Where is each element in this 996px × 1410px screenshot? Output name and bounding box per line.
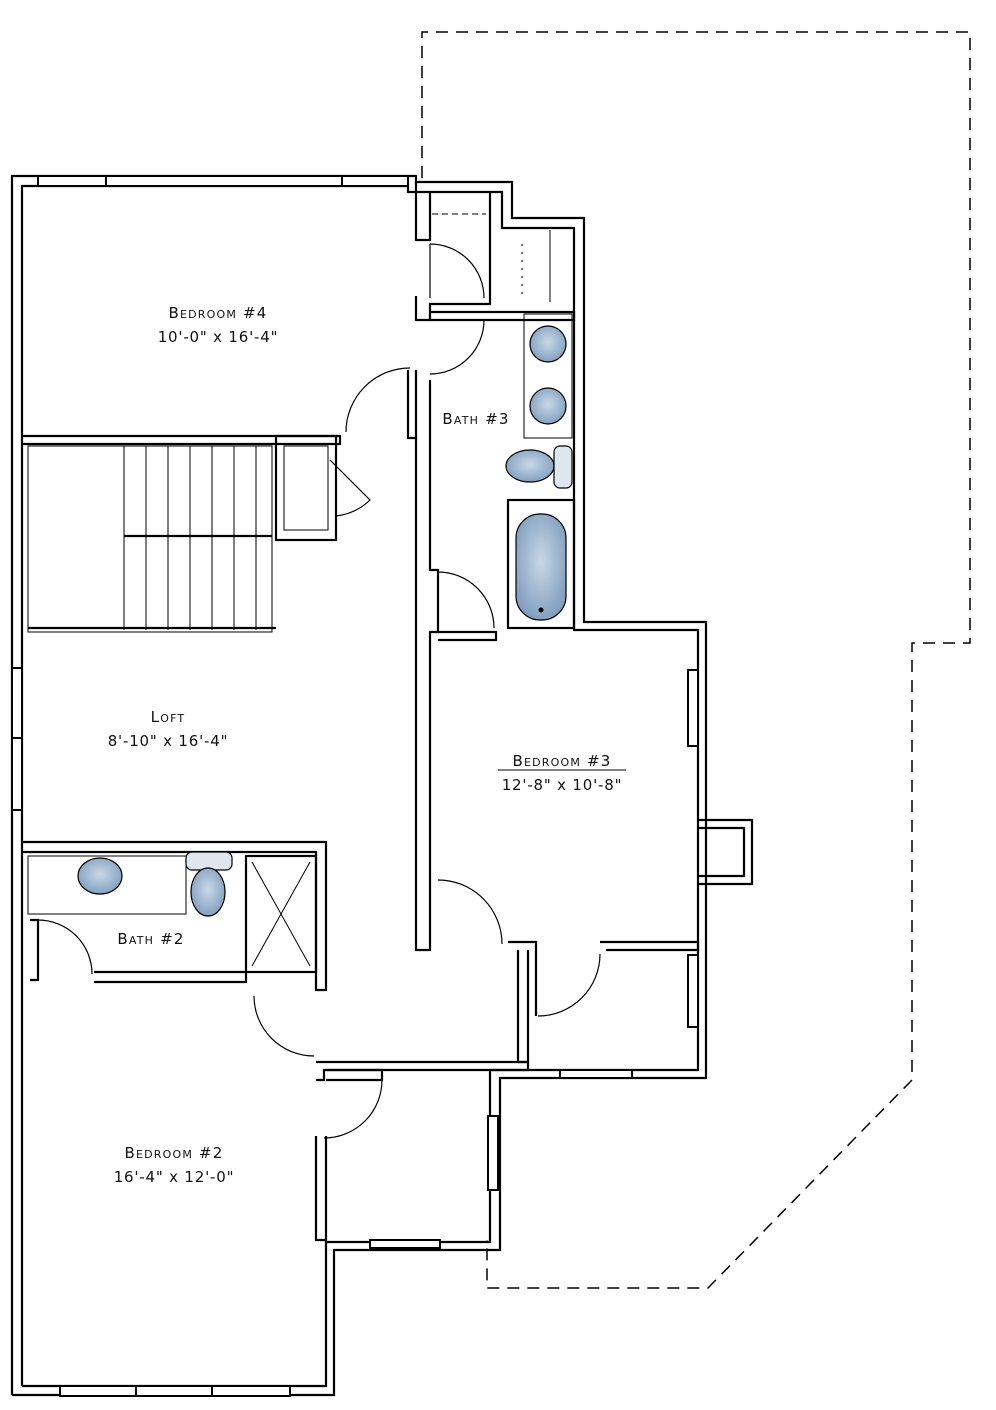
- room-name: Bath #3: [442, 410, 509, 428]
- sink-icon: [77, 857, 123, 895]
- room-name: Bedroom #2: [124, 1144, 223, 1162]
- room-dimensions: 16'-4" x 12'-0": [114, 1168, 235, 1186]
- staircase: [27, 445, 276, 633]
- toilet-icon: [505, 449, 555, 483]
- room-label-loft: Loft 8'-10" x 16'-4": [108, 708, 229, 750]
- windows: [11, 175, 699, 1397]
- bath2-fixtures: [77, 851, 233, 917]
- exterior-walls: [10, 174, 754, 1397]
- roof-outline-dashed: [421, 31, 971, 1289]
- room-name: Loft: [151, 708, 186, 726]
- room-label-bedroom2: Bedroom #2 16'-4" x 12'-0": [114, 1144, 235, 1186]
- room-name: Bath #2: [117, 930, 184, 948]
- sink-icon: [529, 325, 567, 363]
- room-label-bedroom3: Bedroom #3 12'-8" x 10'-8": [498, 752, 626, 794]
- interior-walls: [22, 182, 700, 1242]
- room-dimensions: 8'-10" x 16'-4": [108, 732, 229, 750]
- sink-icon: [529, 387, 567, 425]
- room-label-bath3: Bath #3: [442, 410, 509, 428]
- room-dimensions: 10'-0" x 16'-4": [158, 328, 279, 346]
- bathtub-icon: [515, 513, 567, 621]
- doors: [37, 213, 601, 1139]
- toilet-icon: [190, 867, 226, 917]
- room-dimensions: 12'-8" x 10'-8": [502, 776, 623, 794]
- bath3-fixtures: [505, 325, 573, 621]
- room-label-bedroom4: Bedroom #4 10'-0" x 16'-4": [158, 304, 279, 346]
- room-label-bath2: Bath #2: [117, 930, 184, 948]
- room-name: Bedroom #3: [512, 752, 611, 770]
- room-name: Bedroom #4: [168, 304, 267, 322]
